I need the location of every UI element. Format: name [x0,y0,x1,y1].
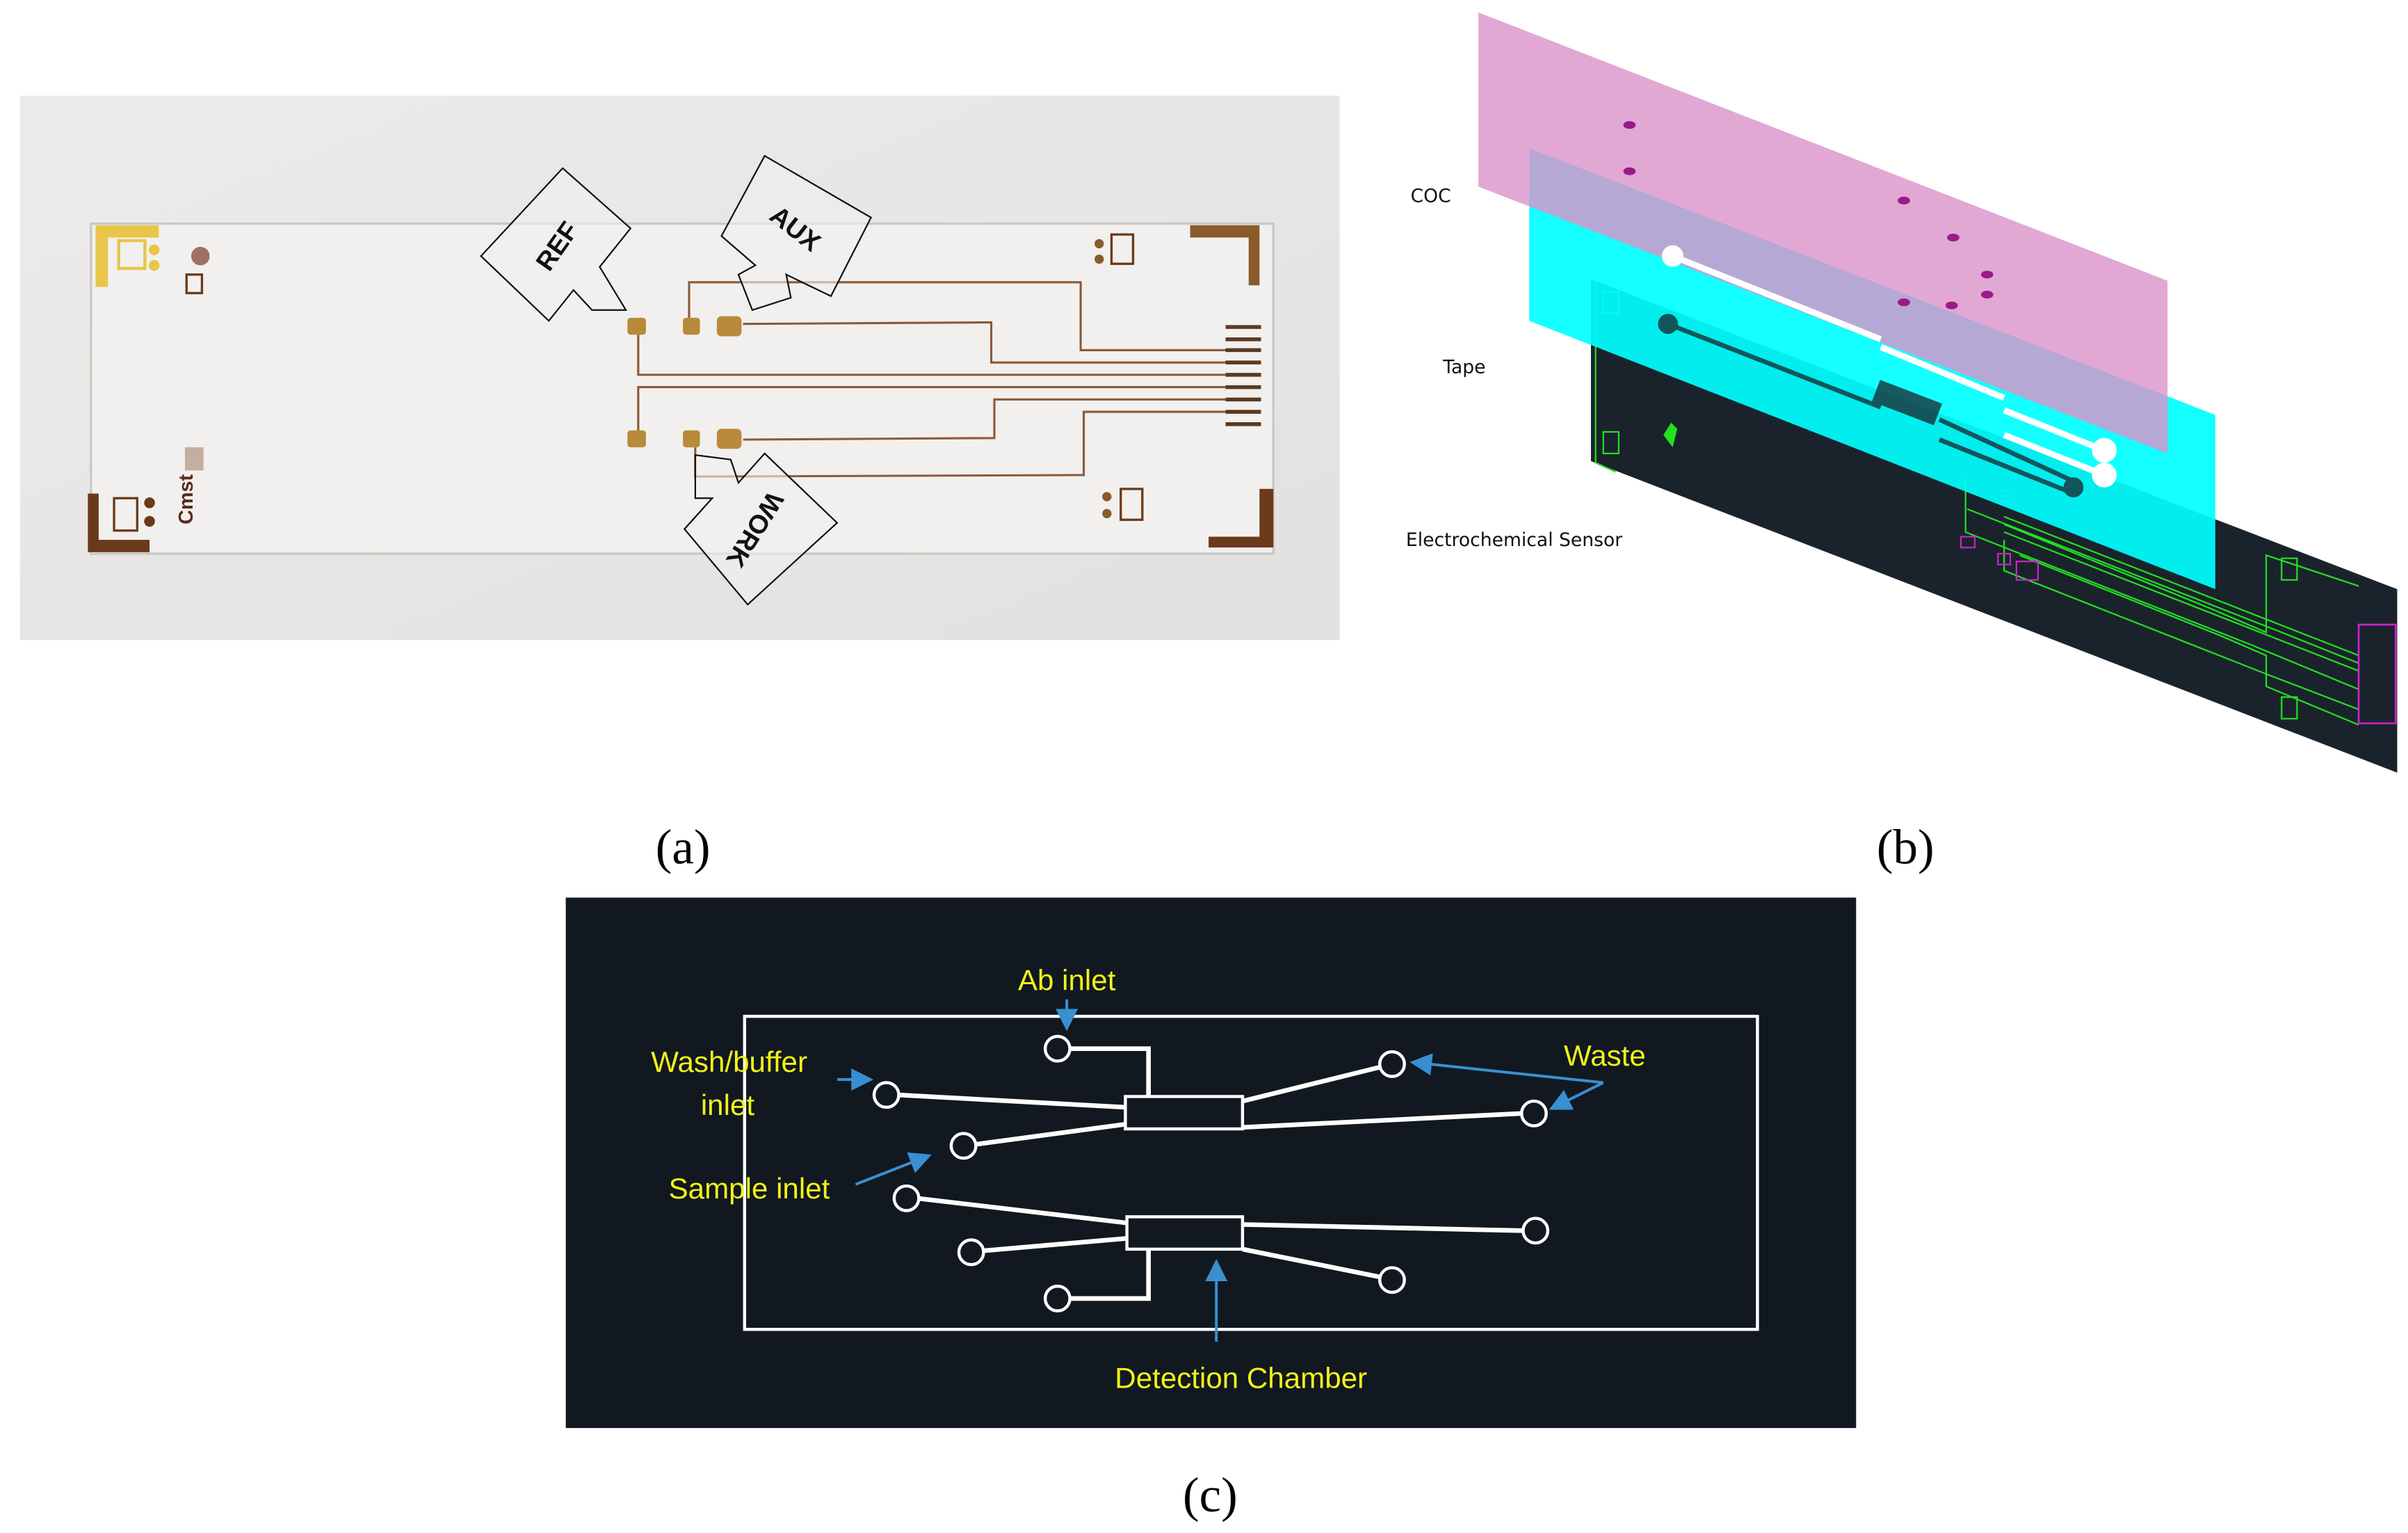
arrow-waste-2 [1549,1081,1604,1110]
alignment-mark-bottom-left: Cmst [113,447,204,532]
sensor-connector [2357,623,2397,725]
panel-c-chip-layout: Ab inlet Wash/buffer inlet Sample inlet … [565,897,1857,1429]
glass-slide [90,222,1275,555]
layer-label-coc: COC [1411,186,1451,207]
corner-mark-top-right [1190,225,1260,286]
detection-chamber-lower [1125,1215,1245,1251]
detection-chamber-upper [1124,1095,1245,1131]
annotation-labels: Ab inlet Wash/buffer inlet Sample inlet … [651,963,1646,1394]
arrow-waste-1 [1409,1053,1603,1084]
corner-mark-bottom-right [1209,488,1274,548]
sensor-traces [1594,282,2359,726]
label-wash-inlet: inlet [701,1089,755,1121]
label-detection-chamber: Detection Chamber [1115,1361,1367,1394]
alignment-mark-top-right [1094,233,1135,265]
cmst-logo-text: Cmst [175,474,197,524]
sensor-logo [1663,422,1678,448]
arrow-sample-inlet [855,1152,932,1186]
tape-channels [1658,314,2084,498]
callout-work: WORK [683,452,839,606]
coc-layer [1478,12,2168,454]
layer-label-sensor: Electrochemical Sensor [1406,529,1622,551]
panel-c-background [565,897,1857,1429]
layer-label-tape: Tape [1442,357,1485,378]
label-waste: Waste [1564,1039,1646,1072]
callout-aux: AUX [720,154,873,312]
annotation-arrows [837,999,1604,1342]
microfluidic-channels [898,1046,1524,1301]
callout-ref: REF [480,167,632,322]
coc-channels [1661,245,2117,488]
corner-mark-bottom-left [88,493,150,552]
label-wash-buffer: Wash/buffer [651,1045,807,1078]
corner-mark-top-left [95,225,159,287]
connector-pins [1225,325,1261,426]
panel-a-photo: Cmst [19,95,1340,641]
chip-outline [743,1014,1759,1331]
coc-holes [1623,121,1994,310]
reservoirs [872,1034,1550,1313]
label-sample-inlet: Sample inlet [669,1172,830,1205]
label-ab-inlet: Ab inlet [1018,963,1116,996]
alignment-mark-bottom-right [1102,488,1144,521]
alignment-mark-top-left [117,239,210,295]
electrode-pads [627,316,742,449]
panel-b-label: (b) [1877,821,1934,875]
panel-c-label: (c) [1183,1468,1238,1523]
panel-a-label: (a) [656,821,711,875]
panel-b-exploded-view: COC Tape Electrochemical Sensor [1406,12,2398,773]
